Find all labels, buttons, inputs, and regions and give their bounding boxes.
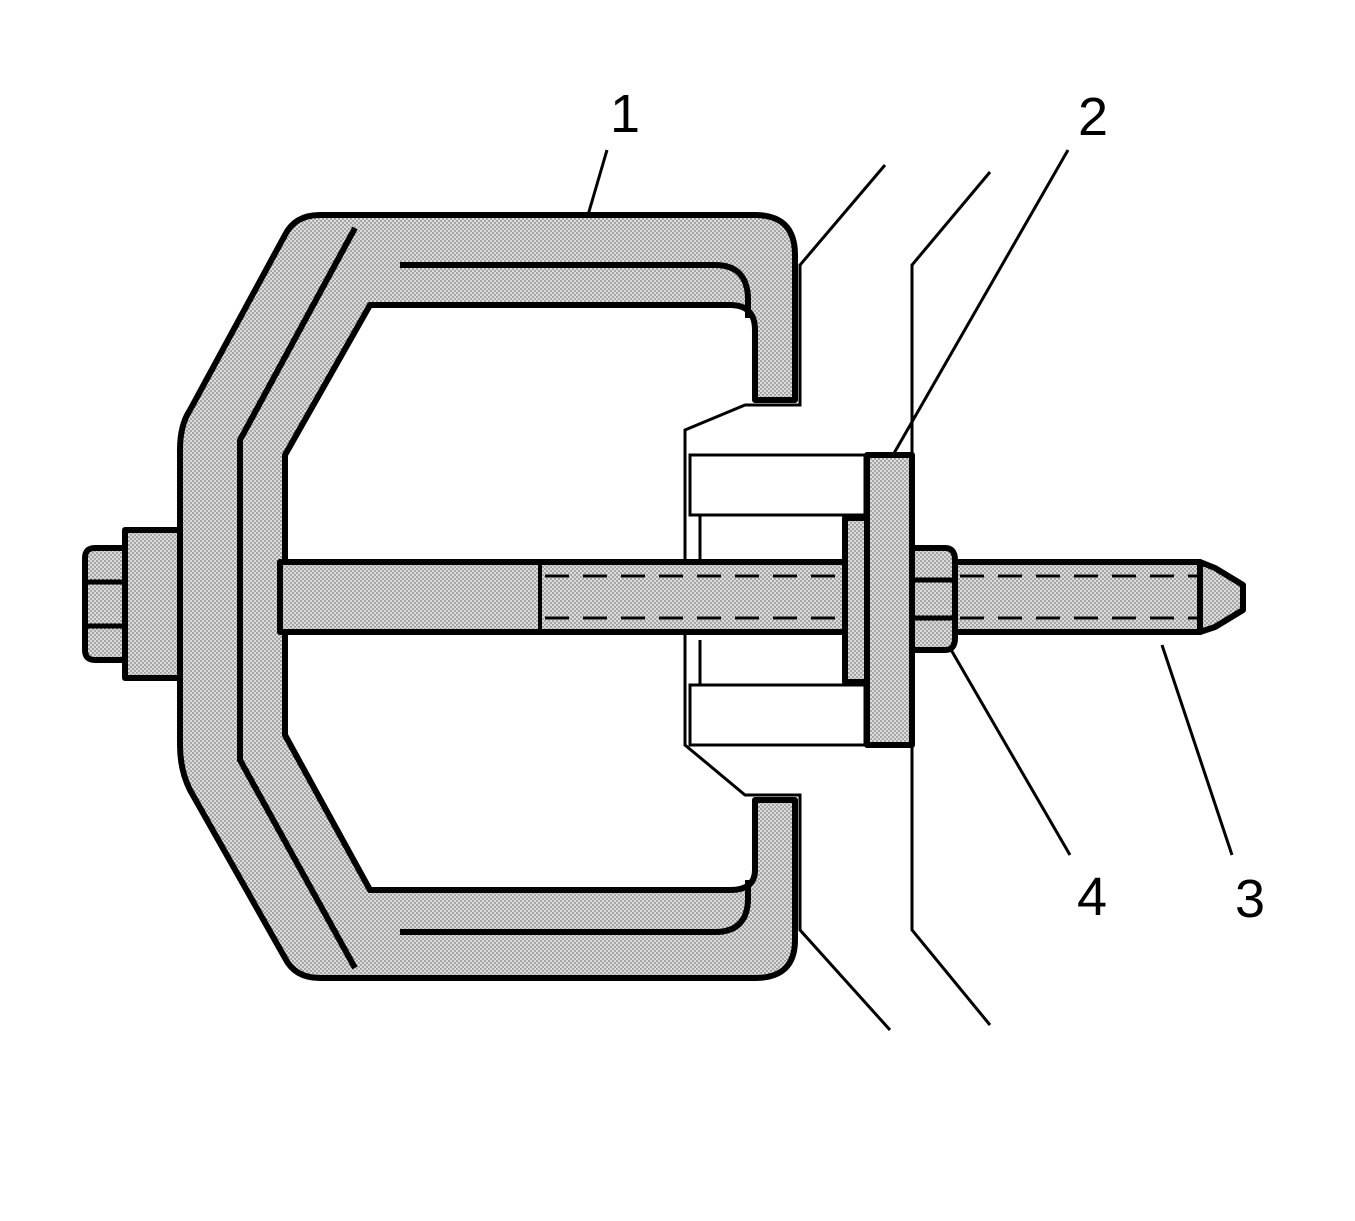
leader-line-4	[948, 647, 1072, 856]
leader-line-2	[891, 149, 1070, 456]
callout-labels: 1 2 3 4	[610, 84, 1265, 929]
forcing-screw	[277, 559, 848, 635]
bearing-race	[688, 453, 867, 747]
leader-line-3	[1160, 644, 1234, 856]
leader-lines	[586, 149, 1234, 856]
hex-nut	[909, 545, 958, 653]
callout-4: 4	[1077, 867, 1107, 927]
stud-bolt	[952, 559, 1246, 635]
callout-3: 3	[1235, 869, 1265, 929]
left-nut	[82, 527, 183, 681]
leader-line-1	[586, 149, 609, 216]
callout-2: 2	[1078, 87, 1108, 147]
callout-1: 1	[610, 84, 640, 144]
adapter-plate	[842, 452, 915, 748]
puller-body	[177, 212, 798, 981]
